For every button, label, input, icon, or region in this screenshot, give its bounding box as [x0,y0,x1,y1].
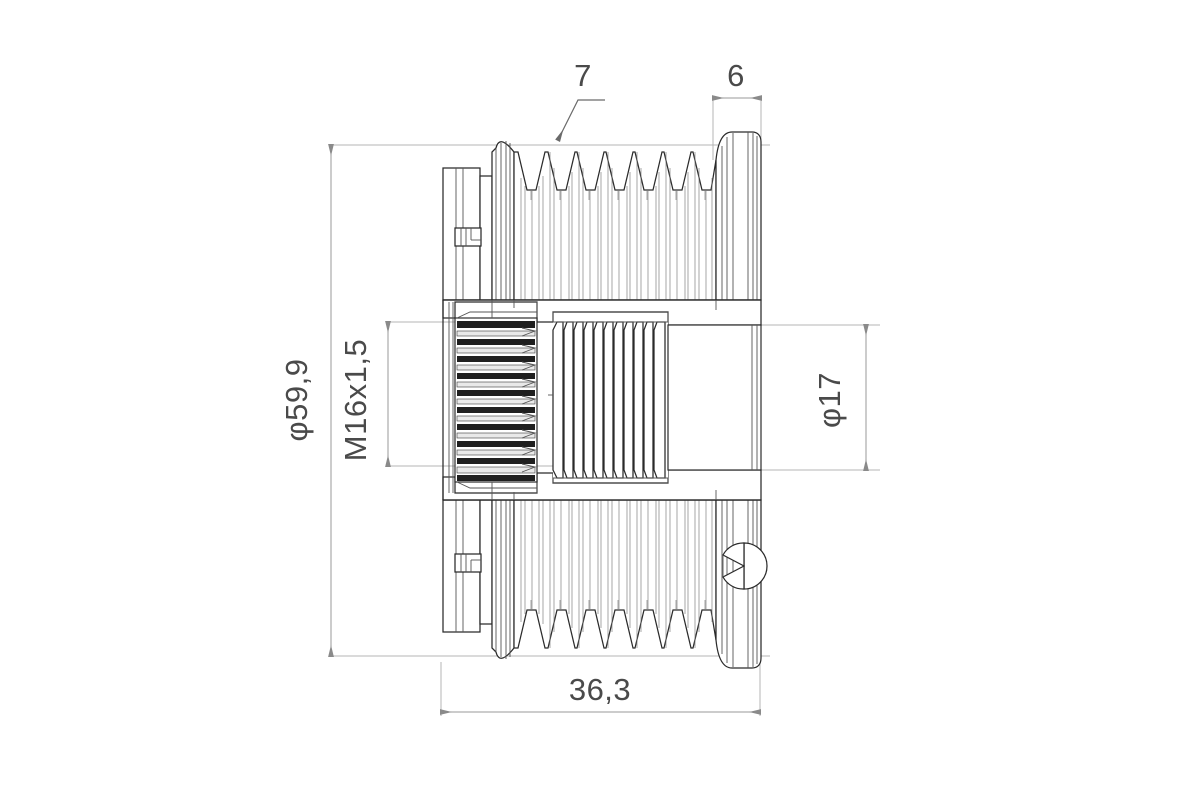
internal-thread [548,321,668,479]
shell-wall-left [442,300,454,500]
thread-label: M16x1,5 [338,339,373,461]
ball-detail [722,542,768,590]
total-length-label: 36,3 [569,672,631,707]
dimension-thread: M16x1,5 [338,321,391,467]
dimension-total-length: 36,3 [440,672,761,715]
pulley-rim-left-lower [491,499,515,659]
internal-spline-socket [454,311,538,489]
dimension-bore-diameter: φ17 [812,324,869,471]
right-flange-upper [715,131,762,301]
bore-diameter-label: φ17 [812,372,847,428]
dimension-flange-width: 6 [712,58,762,101]
center-bore [667,324,762,471]
dimension-groove-count: 7 [555,58,605,143]
section-detail-lines [491,300,717,500]
pulley-part-geometry [442,131,768,669]
v-groove-band-upper [513,151,717,301]
end-cap-lower [442,499,493,633]
end-cap-upper [442,167,493,301]
groove-count-label: 7 [574,58,592,93]
groove-count-leader [555,99,605,143]
v-groove-band-lower [513,499,717,649]
dimension-outer-diameter: φ59,9 [279,144,334,657]
pulley-rim-left-upper [491,141,515,301]
outer-diameter-label: φ59,9 [279,359,314,442]
flange-width-label: 6 [727,58,745,93]
right-flange-lower [715,499,768,669]
